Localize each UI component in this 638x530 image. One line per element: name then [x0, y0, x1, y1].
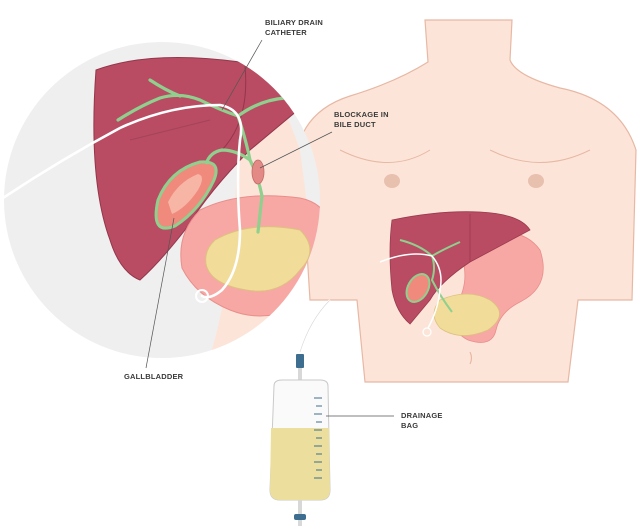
label-blockage-line1: BLOCKAGE IN [334, 110, 389, 120]
nipple-right [528, 174, 544, 188]
label-drainage-bag: DRAINAGE BAG [401, 411, 443, 430]
label-blockage-in-bile-duct: BLOCKAGE IN BILE DUCT [334, 110, 389, 129]
blockage [252, 160, 264, 184]
label-gallbladder-line1: GALLBLADDER [124, 372, 183, 382]
label-biliary-drain-catheter: BILIARY DRAIN CATHETER [265, 18, 323, 37]
bag-fluid [270, 428, 330, 500]
label-biliary-drain-catheter-line2: CATHETER [265, 28, 323, 38]
nipple-left [384, 174, 400, 188]
label-biliary-drain-catheter-line1: BILIARY DRAIN [265, 18, 323, 28]
label-gallbladder: GALLBLADDER [124, 372, 183, 382]
drain-tube [300, 300, 330, 352]
bag-connector [296, 354, 304, 368]
zoom-inset [0, 40, 332, 380]
label-drainage-bag-line1: DRAINAGE [401, 411, 443, 421]
label-blockage-line2: BILE DUCT [334, 120, 389, 130]
label-drainage-bag-line2: BAG [401, 421, 443, 431]
drainage-bag [270, 354, 330, 526]
bag-valve [294, 514, 306, 520]
